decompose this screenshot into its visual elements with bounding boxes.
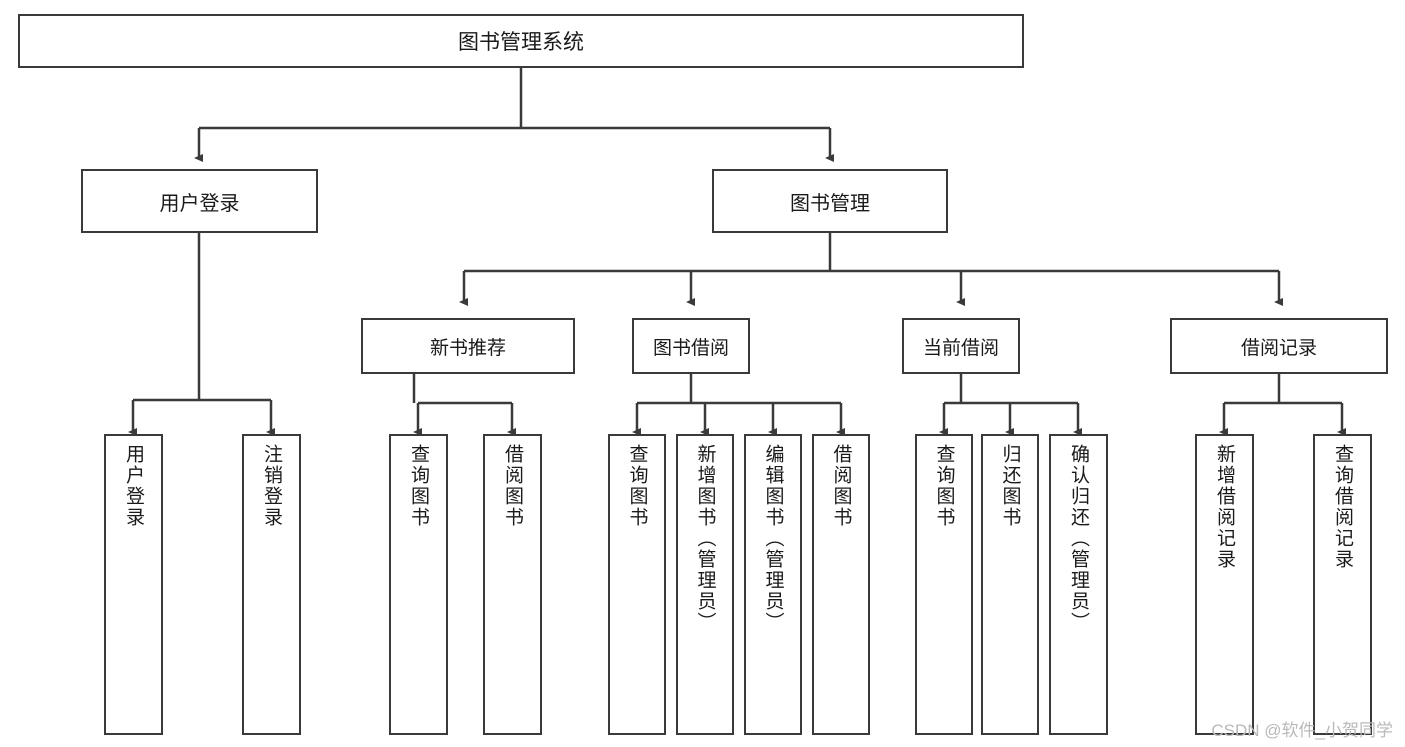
node-user-login[interactable]: 用户登录 (81, 169, 318, 233)
node-label: 查询图书 (626, 444, 648, 528)
node-current-borrow[interactable]: 当前借阅 (902, 318, 1020, 374)
node-leaf-current-borrow-return[interactable]: 归还图书 (981, 434, 1039, 735)
node-label: 查询图书 (408, 444, 429, 528)
node-new-book-recommend[interactable]: 新书推荐 (361, 318, 575, 374)
node-leaf-new-book-query[interactable]: 查询图书 (389, 434, 448, 735)
node-leaf-current-borrow-confirm-return[interactable]: 确认归还（管理员） (1049, 434, 1108, 735)
node-label: 确认归还（管理员） (1068, 444, 1089, 633)
node-label: 借阅图书 (502, 444, 523, 528)
node-root-library-system[interactable]: 图书管理系统 (18, 14, 1024, 68)
node-book-management[interactable]: 图书管理 (712, 169, 948, 233)
node-label: 新增借阅记录 (1214, 444, 1235, 570)
node-leaf-user-login-login[interactable]: 用户登录 (104, 434, 163, 735)
node-leaf-new-book-borrow[interactable]: 借阅图书 (483, 434, 542, 735)
node-label: 借阅记录 (1240, 337, 1317, 359)
node-label: 注销登录 (261, 444, 282, 528)
node-label: 借阅图书 (830, 444, 852, 528)
node-leaf-book-borrow-query[interactable]: 查询图书 (608, 434, 666, 735)
node-label: 新增图书（管理员） (694, 444, 716, 633)
node-leaf-book-borrow-borrow[interactable]: 借阅图书 (812, 434, 870, 735)
node-leaf-book-borrow-add[interactable]: 新增图书（管理员） (676, 434, 734, 735)
node-label: 图书管理 (790, 192, 870, 215)
node-label: 编辑图书（管理员） (762, 444, 784, 633)
node-label: 查询图书 (933, 444, 955, 528)
node-label: 图书借阅 (652, 337, 729, 359)
node-label: 用户登录 (159, 192, 240, 215)
node-leaf-borrow-record-add[interactable]: 新增借阅记录 (1195, 434, 1254, 735)
node-leaf-user-login-logout[interactable]: 注销登录 (242, 434, 301, 735)
node-label: 查询借阅记录 (1332, 444, 1353, 570)
node-label: 图书管理系统 (458, 31, 584, 54)
node-borrow-record[interactable]: 借阅记录 (1170, 318, 1388, 374)
node-label: 用户登录 (123, 444, 144, 528)
node-book-borrow[interactable]: 图书借阅 (632, 318, 750, 374)
node-leaf-book-borrow-edit[interactable]: 编辑图书（管理员） (744, 434, 802, 735)
node-leaf-current-borrow-query[interactable]: 查询图书 (915, 434, 973, 735)
node-leaf-borrow-record-query[interactable]: 查询借阅记录 (1313, 434, 1372, 735)
node-label: 当前借阅 (922, 337, 999, 359)
watermark-text: CSDN @软件_小贺同学 (1211, 721, 1393, 740)
node-label: 归还图书 (999, 444, 1021, 528)
node-label: 新书推荐 (429, 337, 506, 359)
